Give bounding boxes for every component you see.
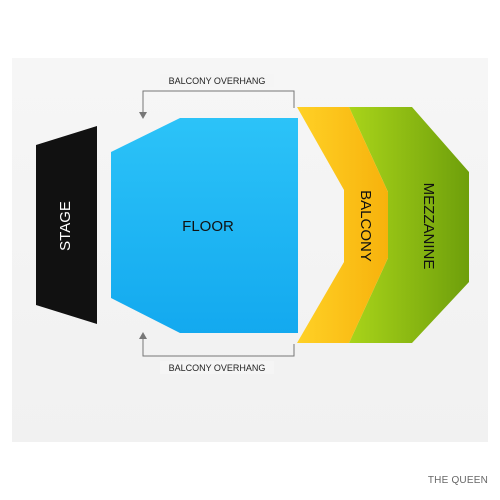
overhang-bottom-label: BALCONY OVERHANG [169,363,266,373]
balcony-overhang-top-indicator: BALCONY OVERHANG [139,74,295,119]
section-balcony[interactable]: BALCONY [297,107,388,343]
balcony-overhang-bottom-indicator: BALCONY OVERHANG [139,332,295,374]
balcony-label: BALCONY [357,190,374,262]
overhang-top-line [142,90,295,116]
section-floor[interactable]: FLOOR [111,118,298,333]
mezzanine-shape[interactable] [349,107,469,343]
mezzanine-label: MEZZANINE [420,183,437,270]
overhang-top-arrow-icon [139,112,147,119]
floor-shape[interactable] [111,118,298,333]
overhang-top-label-bg [160,74,274,87]
overhang-bottom-line [142,336,295,357]
section-stage[interactable]: STAGE [36,126,97,324]
overhang-bottom-arrow-icon [139,332,147,339]
overhang-bottom-label-bg [160,361,274,374]
stage-shape[interactable] [36,126,97,324]
stage-label: STAGE [57,201,74,251]
balcony-shape[interactable] [297,107,388,343]
venue-name: THE QUEEN [427,475,488,486]
overhang-top-label: BALCONY OVERHANG [169,76,266,86]
section-mezzanine[interactable]: MEZZANINE [349,107,469,343]
floor-label: FLOOR [182,218,234,235]
